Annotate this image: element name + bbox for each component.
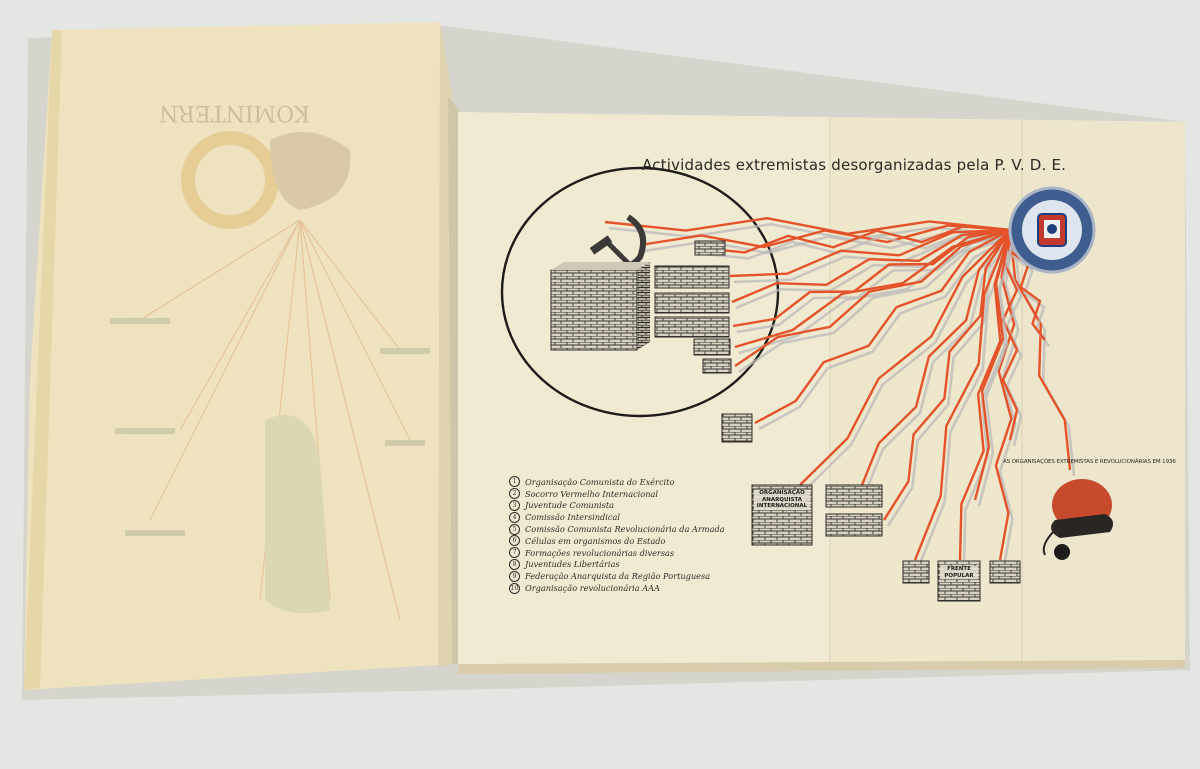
legend-item: 8 Juventudes Libertárias — [509, 558, 739, 571]
lightning-bolt-icon — [799, 229, 1011, 486]
legend-number: 10 — [509, 582, 520, 594]
lightning-bolt-icon — [734, 228, 1011, 349]
left-page — [24, 22, 452, 690]
lightning-bolt-shadow — [1012, 235, 1076, 477]
legend-number: 9 — [509, 570, 520, 582]
lightning-bolt-shadow — [735, 234, 1015, 310]
legend-number: 4 — [509, 511, 520, 523]
lightning-bolt-icon — [913, 229, 1012, 561]
lightning-bolt-icon — [1008, 229, 1072, 471]
side-caption: AS ORGANISAÇÕES EXTREMISTAS E REVOLUCION… — [1003, 459, 1176, 465]
legend-number: 1 — [509, 476, 520, 488]
lightning-bolt-icon — [958, 229, 1012, 561]
lightning-bolt-icon — [729, 228, 1011, 278]
legend-list: 1 Organisação Comunista do Exército 2 Socor… — [509, 476, 739, 594]
lightning-bolts — [604, 216, 1076, 567]
lightning-bolt-shadow — [738, 234, 1015, 374]
legend-item: 9 Federação Anarquista da Região Portugue… — [509, 570, 739, 582]
soviet-circle — [500, 166, 780, 418]
legend-label: Juventudes Libertárias — [525, 559, 620, 570]
lightning-bolt-icon — [973, 229, 1012, 501]
lightning-bolt-shadow — [862, 235, 1016, 497]
legend-label: Organisação Comunista do Exército — [525, 476, 675, 487]
lightning-bolt-icon — [699, 224, 1011, 254]
legend-number: 7 — [509, 547, 520, 559]
legend-item: 2 Socorro Vermelho Internacional — [509, 488, 739, 500]
legend-label: Comissão Comunista Revolucionária da Arm… — [525, 524, 725, 535]
lightning-bolt-shadow — [803, 235, 1015, 492]
lightning-bolt-icon — [731, 228, 1011, 304]
left-page-title: KOMINTERN — [159, 100, 310, 125]
legend-label: Células em organismos do Estado — [525, 535, 666, 546]
legend-label: Comissão Intersindical — [525, 512, 620, 523]
legend-item: 3 Juventude Comunista — [509, 499, 739, 512]
bomb-sack-icon — [1042, 479, 1114, 560]
lightning-bolt-shadow — [758, 234, 1015, 431]
lightning-bolt-shadow — [608, 222, 1015, 242]
lightning-bolt-icon — [882, 229, 1012, 521]
page-title: Actividades extremistas desorganizadas p… — [642, 156, 1067, 174]
stone-block-large — [550, 262, 650, 351]
legend-label: Socorro Vermelho Internacional — [525, 488, 658, 499]
lightning-bolt-icon — [754, 228, 1011, 425]
lightning-bolt-icon — [734, 228, 1011, 367]
legend-number: 8 — [509, 558, 520, 570]
police-badge-icon — [1008, 186, 1096, 274]
lightning-bolt-icon — [732, 228, 1011, 328]
legend-label: Formações revolucionárias diversas — [525, 547, 675, 558]
lightning-bolt-shadow — [977, 235, 1016, 507]
legend-item: 10 Organisação revolucionária AAA — [509, 582, 739, 594]
lightning-bolt-shadow — [738, 234, 1015, 355]
lightning-bolt-shadow — [998, 235, 1020, 567]
legend-item: 4 Comissão Intersindical — [509, 511, 739, 523]
legend-label: Organisação revolucionária AAA — [525, 583, 660, 594]
legend-label: Juventude Comunista — [525, 500, 615, 511]
legend-number: 6 — [509, 535, 520, 547]
lightning-bolt-icon — [994, 229, 1016, 561]
legend-item: 6 Células em organismos do Estado — [509, 535, 739, 547]
legend-item: 1 Organisação Comunista do Exército — [509, 476, 739, 488]
left-page-showthrough: KOMINTERN — [110, 100, 430, 621]
legend-number: 3 — [509, 499, 520, 511]
lightning-bolt-icon — [858, 229, 1011, 491]
legend-label: Federação Anarquista da Região Portugues… — [525, 571, 711, 582]
front-block-label: FRENTE POPULAR — [940, 566, 978, 579]
lightning-bolt-shadow — [917, 235, 1016, 567]
legend-number: 2 — [509, 488, 520, 500]
anarchist-block-label: ORGANISAÇÃO ANARQUISTA INTERNACIONAL — [754, 490, 810, 510]
legend-item: 5 Comissão Comunista Revolucionária da Ar… — [509, 523, 739, 535]
legend-number: 5 — [509, 523, 520, 535]
lightning-bolt-icon — [639, 224, 1011, 249]
lightning-bolt-icon — [604, 216, 1011, 236]
lightning-bolt-shadow — [736, 234, 1015, 334]
legend-item: 7 Formações revolucionárias diversas — [509, 547, 739, 559]
